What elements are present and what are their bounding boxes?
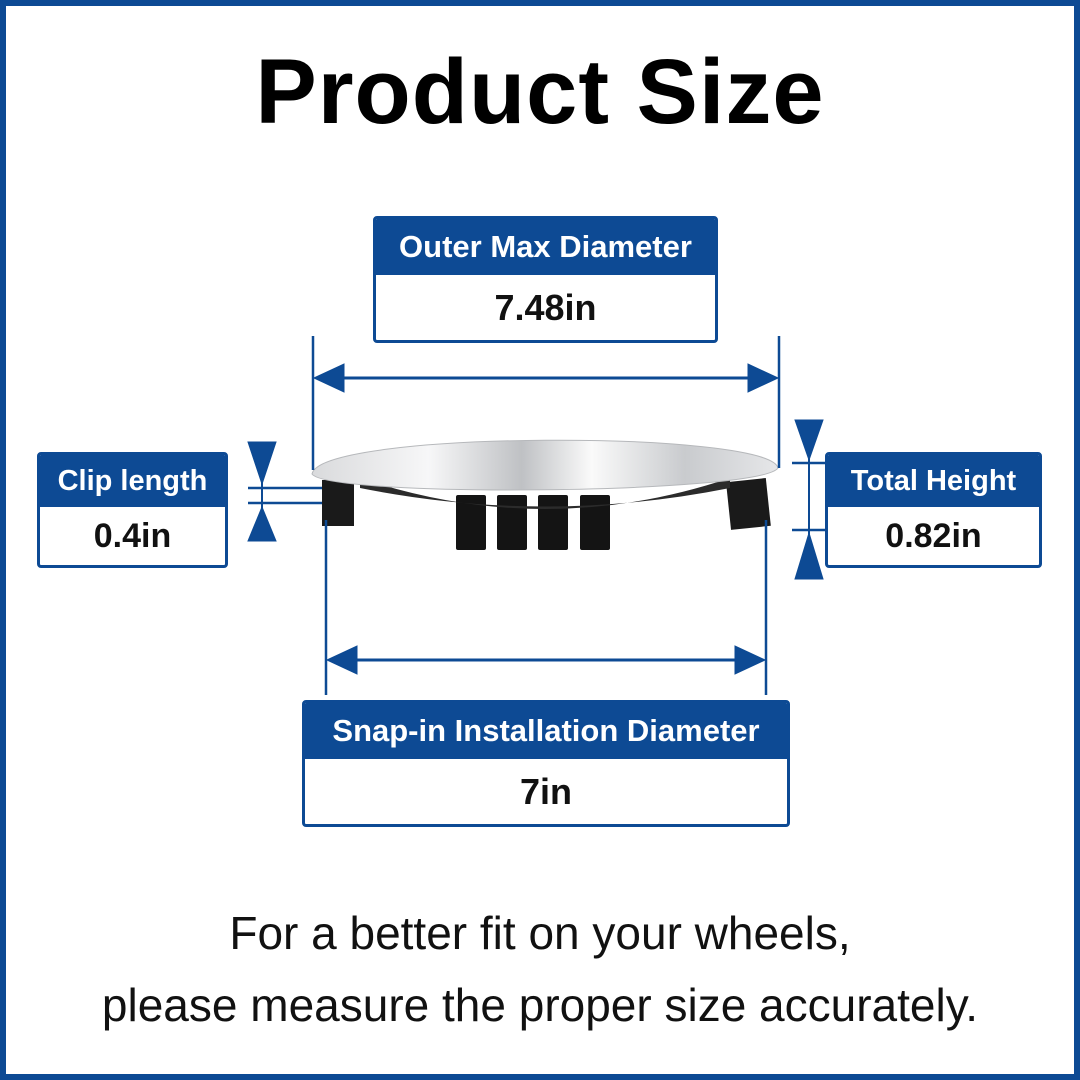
outer-diameter-header: Outer Max Diameter: [376, 219, 715, 275]
snap-diameter-label: Snap-in Installation Diameter 7in: [302, 700, 790, 827]
total-height-header: Total Height: [828, 455, 1039, 507]
clip-3: [538, 495, 568, 550]
clip-length-value: 0.4in: [93, 517, 172, 555]
footer-line-1: For a better fit on your wheels,: [229, 907, 851, 959]
cap-top: [311, 439, 779, 491]
cap-underside: [360, 478, 730, 509]
footer-line-2: please measure the proper size accuratel…: [101, 979, 979, 1031]
outer-diameter-label: Outer Max Diameter 7.48in: [373, 216, 718, 343]
total-height-arrow-icon: [794, 419, 824, 580]
clip-length-header: Clip length: [40, 455, 225, 507]
outer-diameter-value: 7.48in: [494, 287, 597, 328]
clip-length-label: Clip length 0.4in: [37, 452, 228, 568]
center-cap-image: [311, 439, 779, 550]
outer-diameter-arrow-icon: [312, 363, 780, 393]
total-height-label: Total Height 0.82in: [825, 452, 1042, 568]
snap-diameter-value: 7in: [519, 771, 572, 812]
snap-diameter-arrow-icon: [325, 645, 767, 675]
clip-right: [726, 478, 771, 530]
clip-left: [322, 480, 354, 526]
snap-diameter-header: Snap-in Installation Diameter: [305, 703, 787, 759]
clip-1: [456, 495, 486, 550]
total-height-value: 0.82in: [885, 517, 982, 555]
clip-4: [580, 495, 610, 550]
clip-length-arrow-icon: [247, 441, 277, 542]
clip-2: [497, 495, 527, 550]
page-title: Product Size: [255, 41, 825, 143]
